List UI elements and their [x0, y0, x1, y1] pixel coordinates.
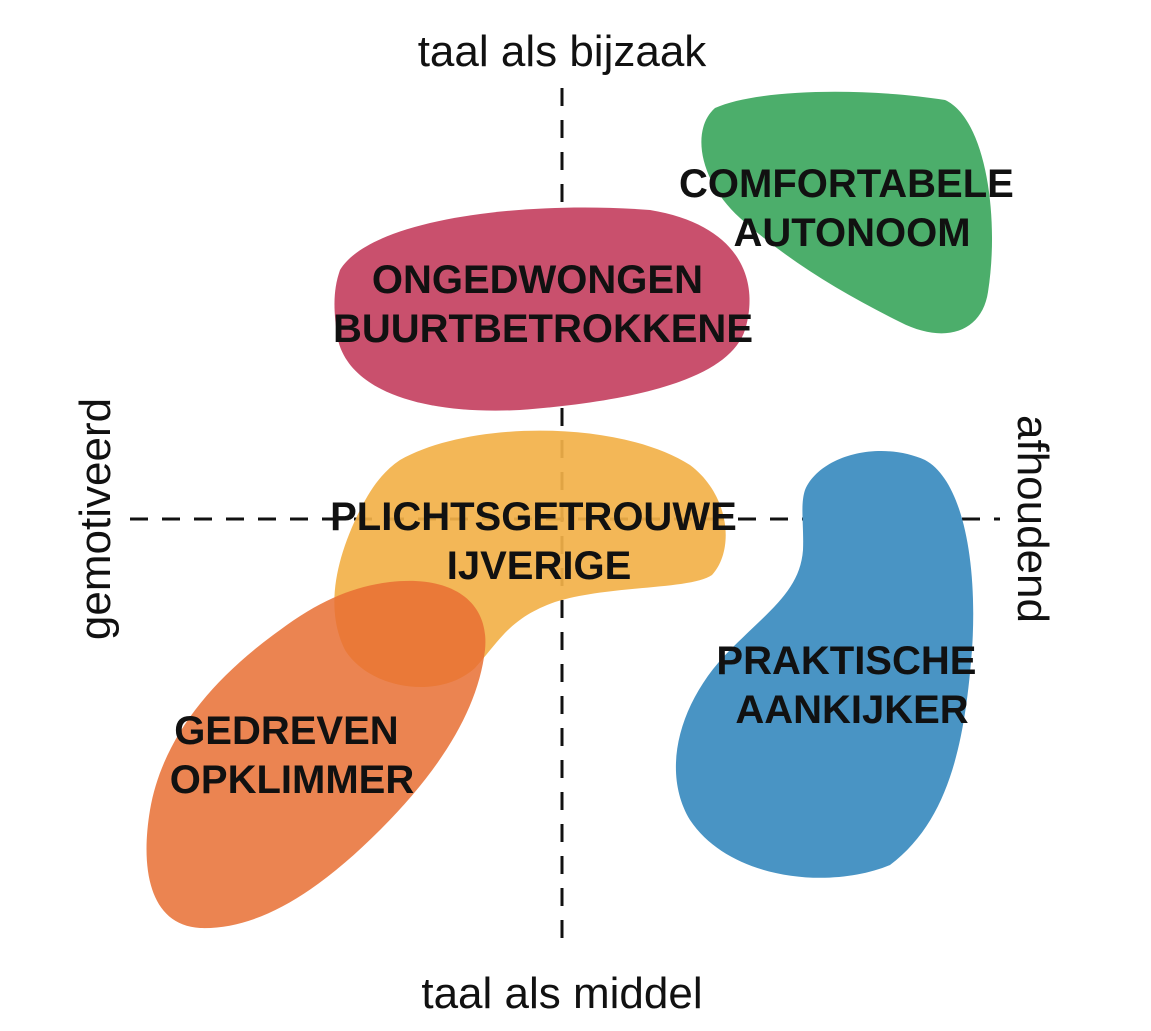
blob-gedreven-opklimmer [146, 580, 486, 929]
label-plichtsgetrouwe-ijverige: PLICHTSGETROUWE IJVERIGE [330, 495, 748, 588]
blob-comfortabele-autonoom [701, 91, 993, 334]
axis-label-right: afhoudend [1008, 415, 1057, 623]
label-praktische-aankijker: PRAKTISCHE AANKIJKER [716, 639, 987, 732]
label-aankijker-line2: AANKIJKER [735, 688, 968, 732]
label-gedreven-line1: GEDREVEN [174, 709, 399, 753]
label-buurtbetrokkene-line2: BUURTBETROKKENE [333, 307, 753, 351]
axis-label-left: gemotiveerd [71, 398, 120, 640]
blob-praktische-aankijker [675, 451, 974, 878]
axis-label-top: taal als bijzaak [418, 27, 708, 76]
label-autonoom-line2: AUTONOOM [733, 211, 970, 255]
label-ijverige-line2: IJVERIGE [447, 544, 632, 588]
label-opklimmer-line2: OPKLIMMER [170, 758, 415, 802]
blob-ongedwongen-buurtbetrokkene [334, 207, 750, 411]
label-comfortabele-autonoom: COMFORTABELE AUTONOOM [679, 162, 1025, 255]
label-gedreven-opklimmer: GEDREVEN OPKLIMMER [170, 709, 415, 802]
label-comfortabele-line1: COMFORTABELE [679, 162, 1014, 206]
label-praktische-line1: PRAKTISCHE [716, 639, 976, 683]
label-plichtsgetrouwe-line1: PLICHTSGETROUWE [330, 495, 737, 539]
label-ongedwongen-line1: ONGEDWONGEN [372, 258, 703, 302]
axis-label-bottom: taal als middel [421, 969, 702, 1018]
label-ongedwongen-buurtbetrokkene: ONGEDWONGEN BUURTBETROKKENE [333, 258, 753, 351]
